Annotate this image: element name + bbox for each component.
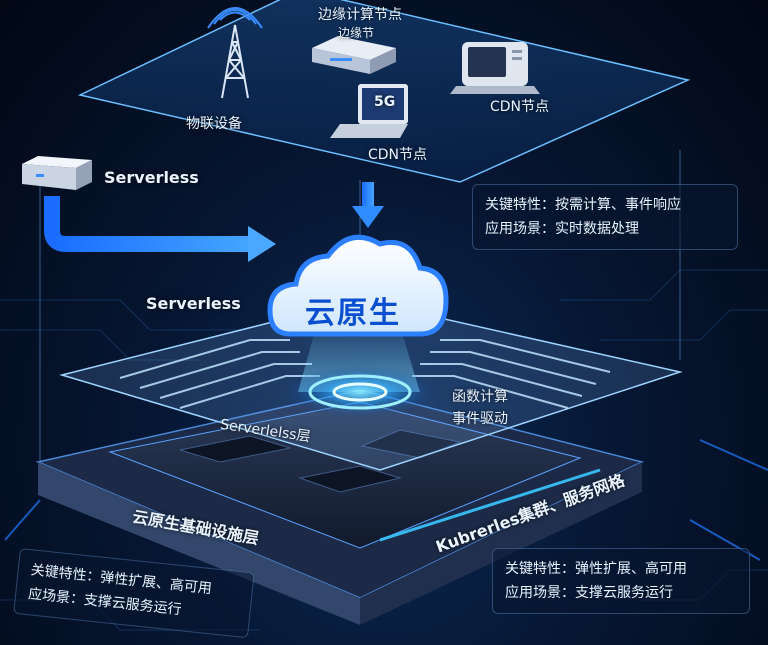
event-driven-label: 事件驱动 bbox=[452, 411, 508, 427]
cdn-node-label-right: CDN节点 bbox=[490, 99, 550, 115]
circuit-traces bbox=[119, 339, 611, 409]
iot-device-label: 物联设备 bbox=[186, 116, 242, 132]
laptop-screen-text: 5G bbox=[374, 94, 396, 110]
cdn-node-label-laptop: CDN节点 bbox=[368, 147, 428, 163]
laptop-icon bbox=[330, 84, 408, 138]
serverless-device-icon bbox=[22, 156, 92, 190]
cell-tower-icon bbox=[207, 7, 263, 99]
info-top-line2: 应用场景：实时数据处理 bbox=[485, 221, 639, 237]
info-box-top: 关键特性：按需计算、事件响应 应用场景：实时数据处理 bbox=[472, 184, 738, 250]
serverless-arrow bbox=[44, 196, 276, 262]
info-box-right: 关键特性：弹性扩展、高可用 应用场景：支撑云服务运行 bbox=[492, 548, 750, 614]
glow-ring-inner bbox=[332, 382, 388, 402]
serverless-device-label: Serverless bbox=[104, 168, 199, 187]
infra-layer-side-right bbox=[360, 462, 642, 625]
info-right-line2: 应用场景：支撑云服务运行 bbox=[505, 585, 673, 601]
edge-node-icon bbox=[312, 36, 396, 74]
info-top-line1: 关键特性：按需计算、事件响应 bbox=[485, 197, 681, 213]
glow-ring-outer bbox=[282, 366, 438, 418]
cloud-native-label: 云原生 bbox=[305, 296, 401, 331]
serverless-mid-label: Serverless bbox=[146, 294, 241, 313]
function-compute-label: 函数计算 bbox=[452, 389, 508, 405]
infra-glow-edge bbox=[379, 468, 601, 542]
cdn-server-icon bbox=[450, 42, 540, 94]
down-arrow bbox=[352, 182, 384, 228]
info-right-line1: 关键特性：弹性扩展、高可用 bbox=[505, 561, 687, 577]
chip-details bbox=[179, 429, 462, 493]
infra-layer-side bbox=[38, 462, 360, 625]
edge-node-label: 边缘计算节点 bbox=[318, 7, 402, 23]
glow-ring-mid bbox=[308, 374, 412, 410]
cloud-icon bbox=[267, 234, 449, 337]
edge-node-sublabel: 边缘节 bbox=[338, 26, 375, 40]
